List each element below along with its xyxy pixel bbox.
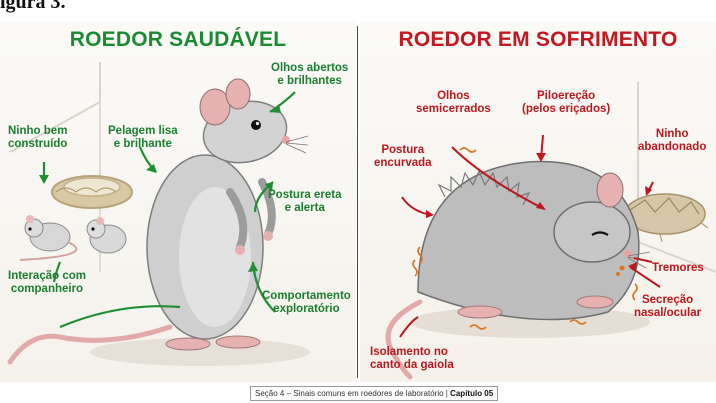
abandoned-nest-icon	[624, 193, 709, 243]
healthy-rat-icon	[146, 78, 309, 351]
figure-heading-fragment: igura 3.	[0, 0, 66, 13]
figure-caption: Seção 4 – Sinais comuns em roedores de l…	[250, 386, 499, 401]
distress-arrowheads	[426, 153, 652, 270]
caption-text: Seção 4 – Sinais comuns em roedores de l…	[255, 389, 451, 398]
distressed-rodent-panel: ROEDOR EM SOFRIMENTO	[360, 22, 716, 382]
distressed-rodent-title: ROEDOR EM SOFRIMENTO	[398, 28, 678, 51]
healthy-rodent-illustration	[7, 62, 310, 366]
distressed-rat-icon	[417, 160, 651, 321]
caption-chapter: Capítulo 05	[450, 389, 494, 398]
healthy-nest-icon	[51, 175, 133, 209]
label-piloerection: Piloereção(pelos eriçados)	[522, 90, 611, 115]
tremor-marks-icon	[412, 147, 638, 330]
distressed-rodent-illustration	[385, 82, 716, 380]
label-tremors: Tremores	[652, 262, 704, 274]
healthy-rodent-title: ROEDOR SAUDÁVEL	[69, 28, 287, 51]
companion-rats-icon	[19, 215, 127, 261]
healthy-arrowheads	[39, 104, 281, 272]
panel-divider	[357, 26, 358, 378]
healthy-rodent-panel: ROEDOR SAUDÁVEL	[0, 22, 356, 382]
page-top-strip: igura 3.	[0, 0, 716, 22]
